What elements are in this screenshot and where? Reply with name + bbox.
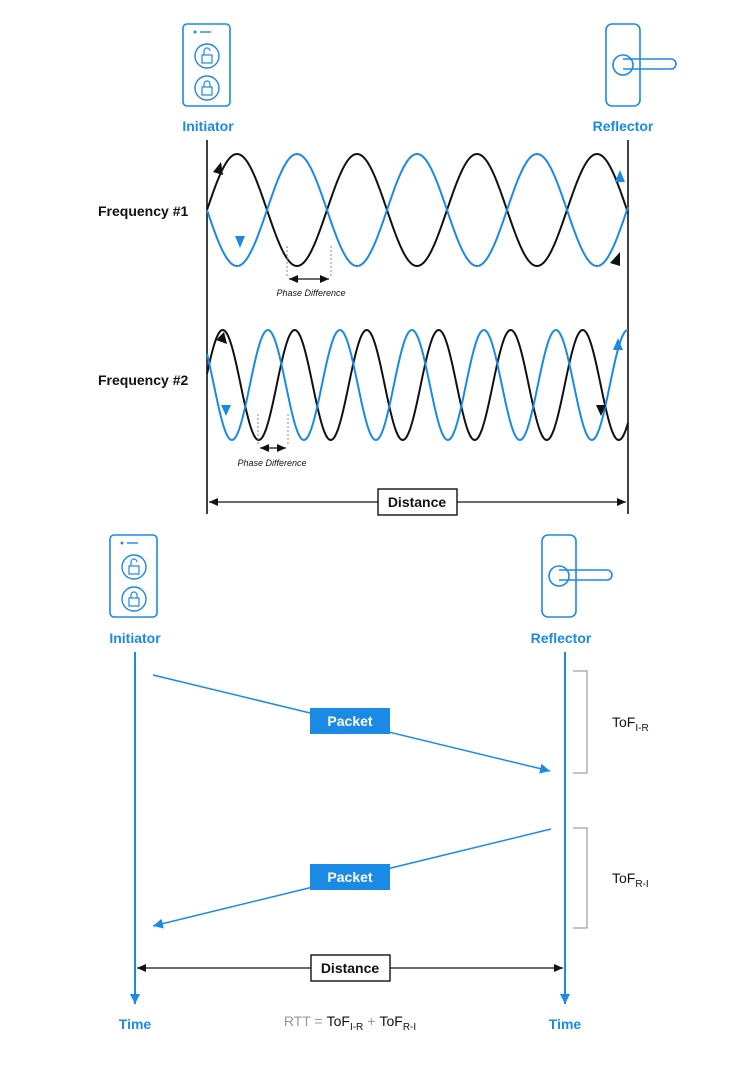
freq2-outgoing-wave	[206, 329, 629, 441]
rtt-term2-main: ToF	[379, 1013, 402, 1029]
door-handle-icon	[541, 534, 613, 618]
rtt-formula: RTT =ToFI-R+ToFR-I	[284, 1013, 416, 1033]
bottom-distance-box	[310, 954, 391, 982]
freq2-return-arrowhead	[221, 405, 231, 416]
tof-ri-main: ToF	[612, 870, 635, 886]
door-handle-icon	[605, 23, 677, 107]
freq1-end-arrowhead	[610, 252, 620, 266]
top-distance-label: Distance	[388, 494, 447, 510]
freq2-reflect-arrowhead	[613, 338, 623, 350]
freq1-reflect-arrowhead	[615, 170, 625, 182]
tof-ri-sub: R-I	[635, 879, 648, 890]
packet-1-box	[310, 708, 390, 734]
initiator-label-bottom: Initiator	[109, 630, 161, 646]
reflector-label: Reflector	[593, 118, 654, 134]
packet-1-label: Packet	[327, 713, 372, 729]
tof-ri-bracket	[573, 827, 588, 929]
bottom-distance-label: Distance	[321, 960, 380, 976]
tof-ri-label: ToFR-I	[612, 870, 649, 890]
freq2-start-arrowhead	[216, 332, 227, 344]
packet-2-label: Packet	[327, 869, 372, 885]
time-label-left: Time	[119, 1016, 152, 1032]
tof-ir-main: ToF	[612, 714, 635, 730]
tof-ir-bracket	[573, 670, 588, 774]
phone-lock-icon	[109, 534, 158, 618]
frequency-2-label: Frequency #2	[98, 372, 188, 388]
reflector-label-bottom: Reflector	[531, 630, 592, 646]
freq2-end-arrowhead	[596, 405, 606, 416]
phone-lock-icon	[182, 23, 231, 107]
rtt-prefix: RTT =	[284, 1013, 323, 1029]
top-distance-box	[377, 488, 458, 516]
rtt-term1-main: ToF	[327, 1013, 350, 1029]
time-label-right: Time	[549, 1016, 582, 1032]
freq1-return-wave	[206, 152, 629, 268]
initiator-label: Initiator	[182, 118, 234, 134]
packet-2-box	[310, 864, 390, 890]
freq1-start-arrowhead	[213, 162, 223, 175]
rtt-term2-sub: R-I	[403, 1022, 416, 1033]
frequency-1-label: Frequency #1	[98, 203, 188, 219]
freq1-return-arrowhead	[235, 236, 245, 248]
tof-ir-sub: I-R	[635, 723, 648, 734]
freq2-return-wave	[206, 328, 629, 442]
phase-diff-1-label: Phase Difference	[276, 288, 345, 298]
freq1-outgoing-wave	[206, 152, 629, 268]
phase-diff-2-label: Phase Difference	[237, 458, 306, 468]
rtt-plus: +	[367, 1013, 375, 1029]
tof-ir-label: ToFI-R	[612, 714, 649, 734]
rtt-term1-sub: I-R	[350, 1022, 363, 1033]
